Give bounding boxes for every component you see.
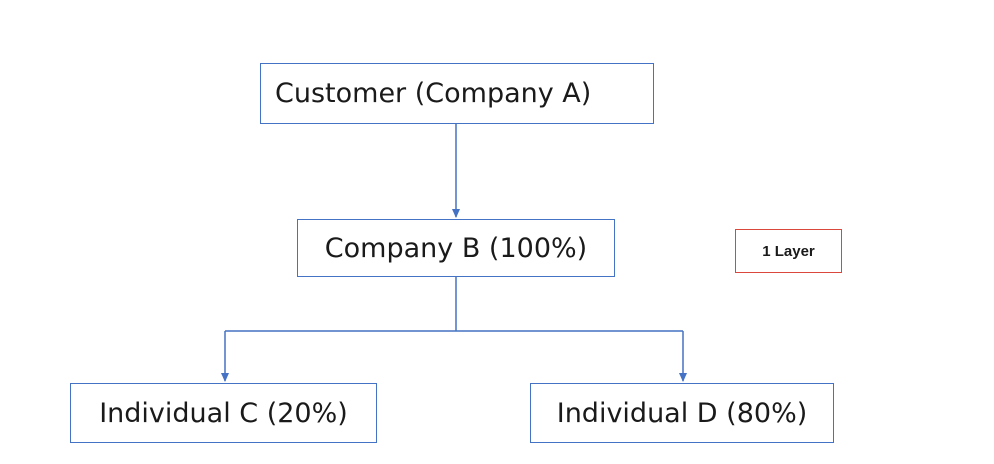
customer-node-label: Customer (Company A) [275,78,592,109]
individual-d-node: Individual D (80%) [530,383,834,443]
individual-c-node: Individual C (20%) [70,383,377,443]
customer-node: Customer (Company A) [260,63,654,124]
individual-d-node-label: Individual D (80%) [556,397,808,429]
company-b-node-label: Company B (100%) [324,232,588,264]
individual-c-node-label: Individual C (20%) [99,397,348,429]
layer-tag-label: 1 Layer [762,242,815,260]
company-b-node: Company B (100%) [297,219,615,277]
layer-tag: 1 Layer [735,229,842,273]
